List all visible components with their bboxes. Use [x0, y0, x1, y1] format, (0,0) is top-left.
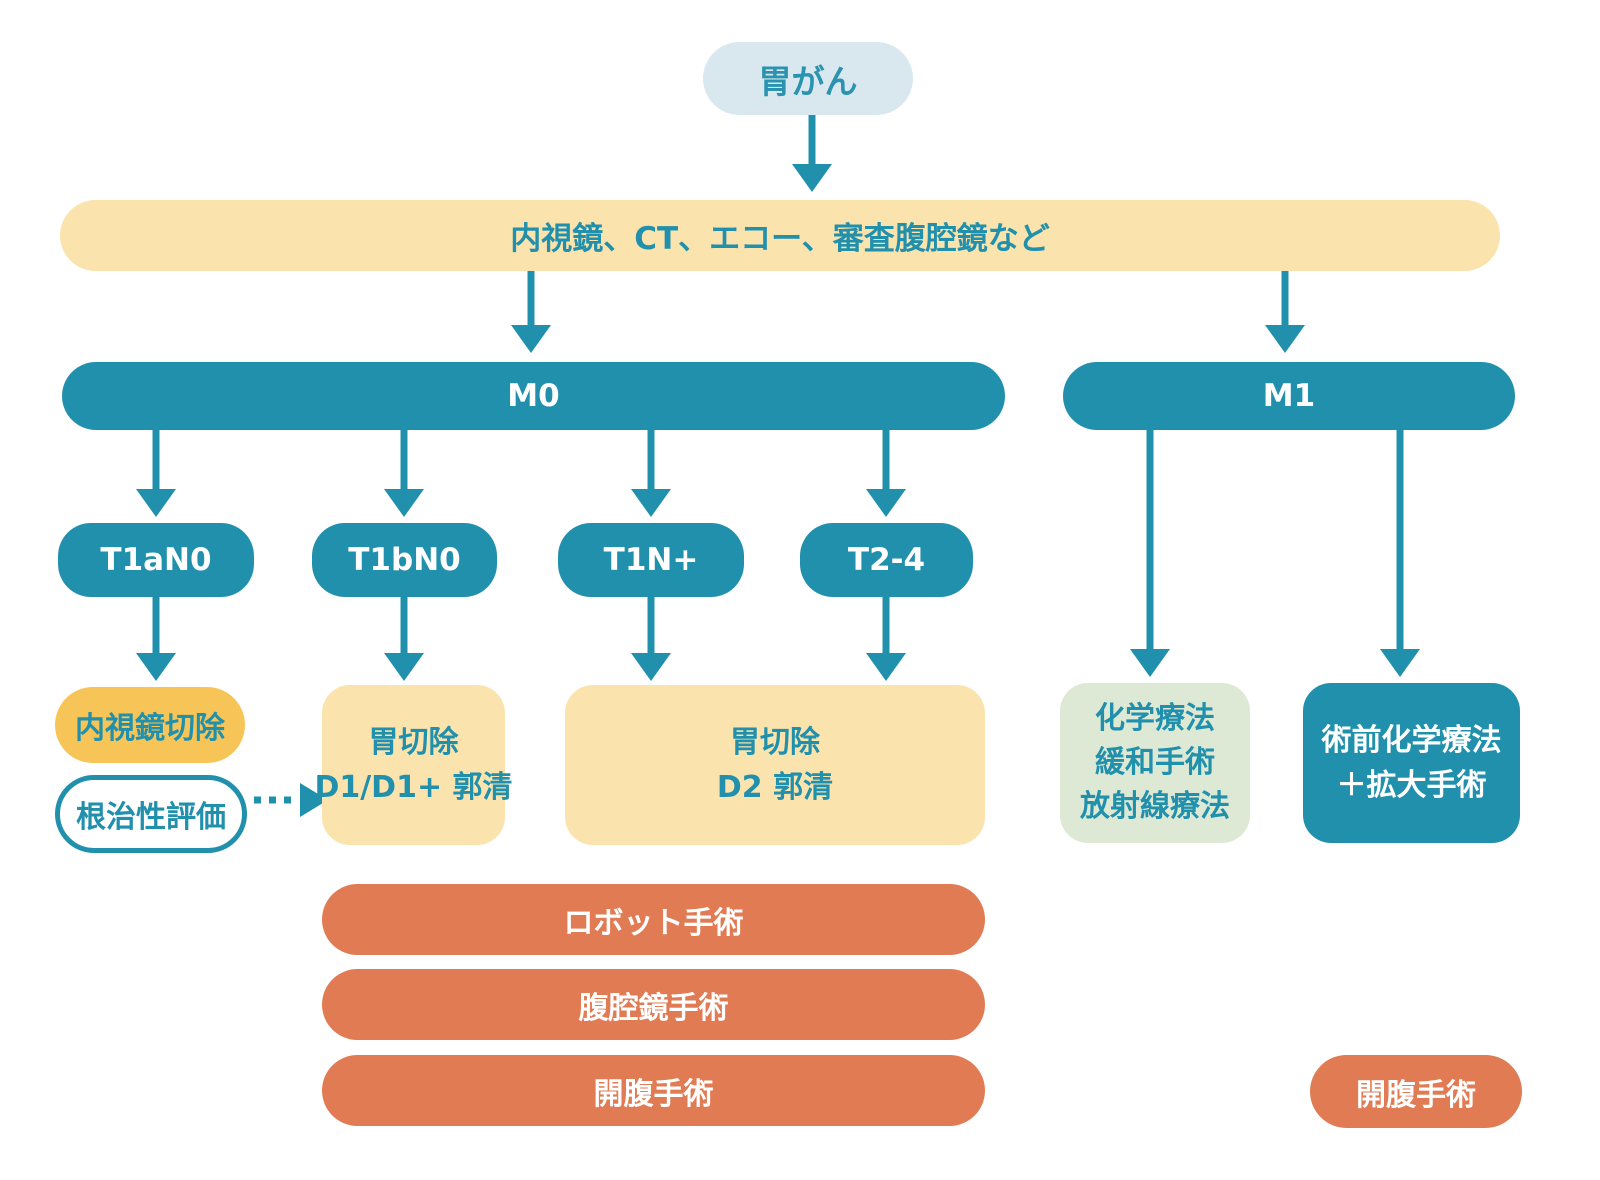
arrow-diagnostics-to-m1 — [1265, 271, 1305, 353]
arrow-t1an0-to-endoscopic — [136, 597, 176, 681]
node-open-surgery-m1: 開腹手術 — [1310, 1055, 1522, 1128]
gastrectomy-d2-line1: 胃切除 — [730, 725, 820, 760]
m1-conservative-line1: 化学療法 — [1095, 701, 1215, 736]
node-laparoscopic-surgery: 腹腔鏡手術 — [322, 969, 985, 1040]
node-endoscopic-resection: 内視鏡切除 — [55, 687, 245, 763]
node-curability-evaluation: 根治性評価 — [55, 775, 247, 853]
node-gastrectomy-d1: 胃切除 D1/D1+ 郭清 — [314, 685, 513, 845]
node-stage-t2-4: T2-4 — [800, 523, 973, 597]
arrow-m0-to-t1bn0 — [384, 430, 424, 517]
arrow-m0-to-t2-4 — [866, 430, 906, 517]
gastrectomy-d1-line2: D1/D1+ 郭清 — [314, 770, 513, 805]
m1-aggressive-line1: 術前化学療法 — [1321, 723, 1502, 758]
node-open-surgery: 開腹手術 — [322, 1055, 985, 1126]
node-robotic-surgery: ロボット手術 — [322, 884, 985, 955]
gastrectomy-d1-line1: 胃切除 — [368, 725, 459, 760]
node-stage-t1bn0: T1bN0 — [312, 523, 497, 597]
node-m1-conservative: 化学療法 緩和手術 放射線療法 — [1060, 683, 1250, 843]
node-stage-t1nplus: T1N+ — [558, 523, 744, 597]
node-m1-aggressive: 術前化学療法 ＋拡大手術 — [1303, 683, 1520, 843]
arrow-m0-to-t1an0 — [136, 430, 176, 517]
node-stage-t1an0: T1aN0 — [58, 523, 254, 597]
node-m1-bar: M1 — [1063, 362, 1515, 430]
arrow-m1-to-conservative — [1130, 430, 1170, 677]
node-m0-bar: M0 — [62, 362, 1005, 430]
node-gastric-cancer: 胃がん — [703, 42, 913, 115]
arrow-gastric-to-diagnostics — [792, 115, 832, 192]
m1-conservative-line2: 緩和手術 — [1095, 745, 1215, 780]
arrow-t1bn0-to-d1 — [384, 597, 424, 681]
node-diagnostics-bar: 内視鏡、CT、エコー、審査腹腔鏡など — [60, 200, 1500, 271]
arrow-m1-to-aggressive — [1380, 430, 1420, 677]
m1-conservative-line3: 放射線療法 — [1080, 789, 1230, 824]
arrow-t1nplus-to-d2 — [631, 597, 671, 681]
arrow-t2-4-to-d2 — [866, 597, 906, 681]
gastrectomy-d2-line2: D2 郭清 — [716, 770, 834, 805]
node-gastrectomy-d2: 胃切除 D2 郭清 — [565, 685, 985, 845]
arrow-m0-to-t1nplus — [631, 430, 671, 517]
m1-aggressive-line2: ＋拡大手術 — [1336, 768, 1487, 803]
arrow-diagnostics-to-m0 — [511, 271, 551, 353]
